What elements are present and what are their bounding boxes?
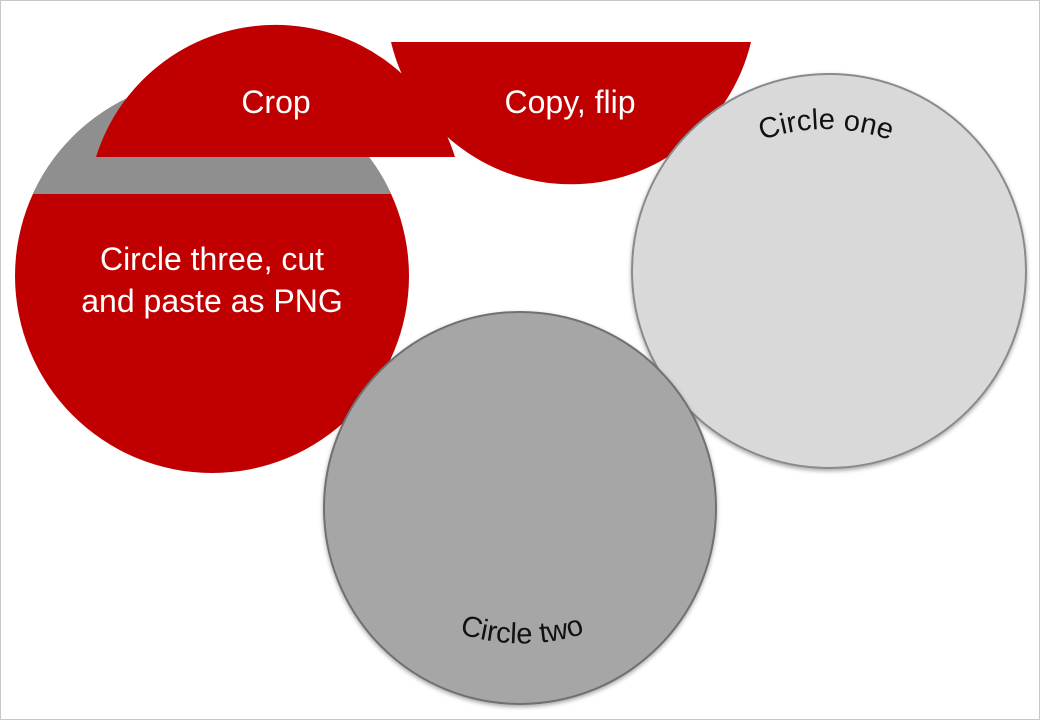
circle-one[interactable]: [631, 73, 1027, 469]
crop-label: Crop: [241, 84, 310, 120]
circle-three-label-line1: Circle three, cut: [100, 241, 324, 277]
crop-segment[interactable]: [96, 24, 455, 158]
copy-flip-label: Copy, flip: [504, 84, 635, 120]
circle-three-label-line2: and paste as PNG: [81, 283, 342, 319]
copy-flip-segment[interactable]: [391, 42, 751, 185]
circle-two[interactable]: [323, 311, 717, 705]
